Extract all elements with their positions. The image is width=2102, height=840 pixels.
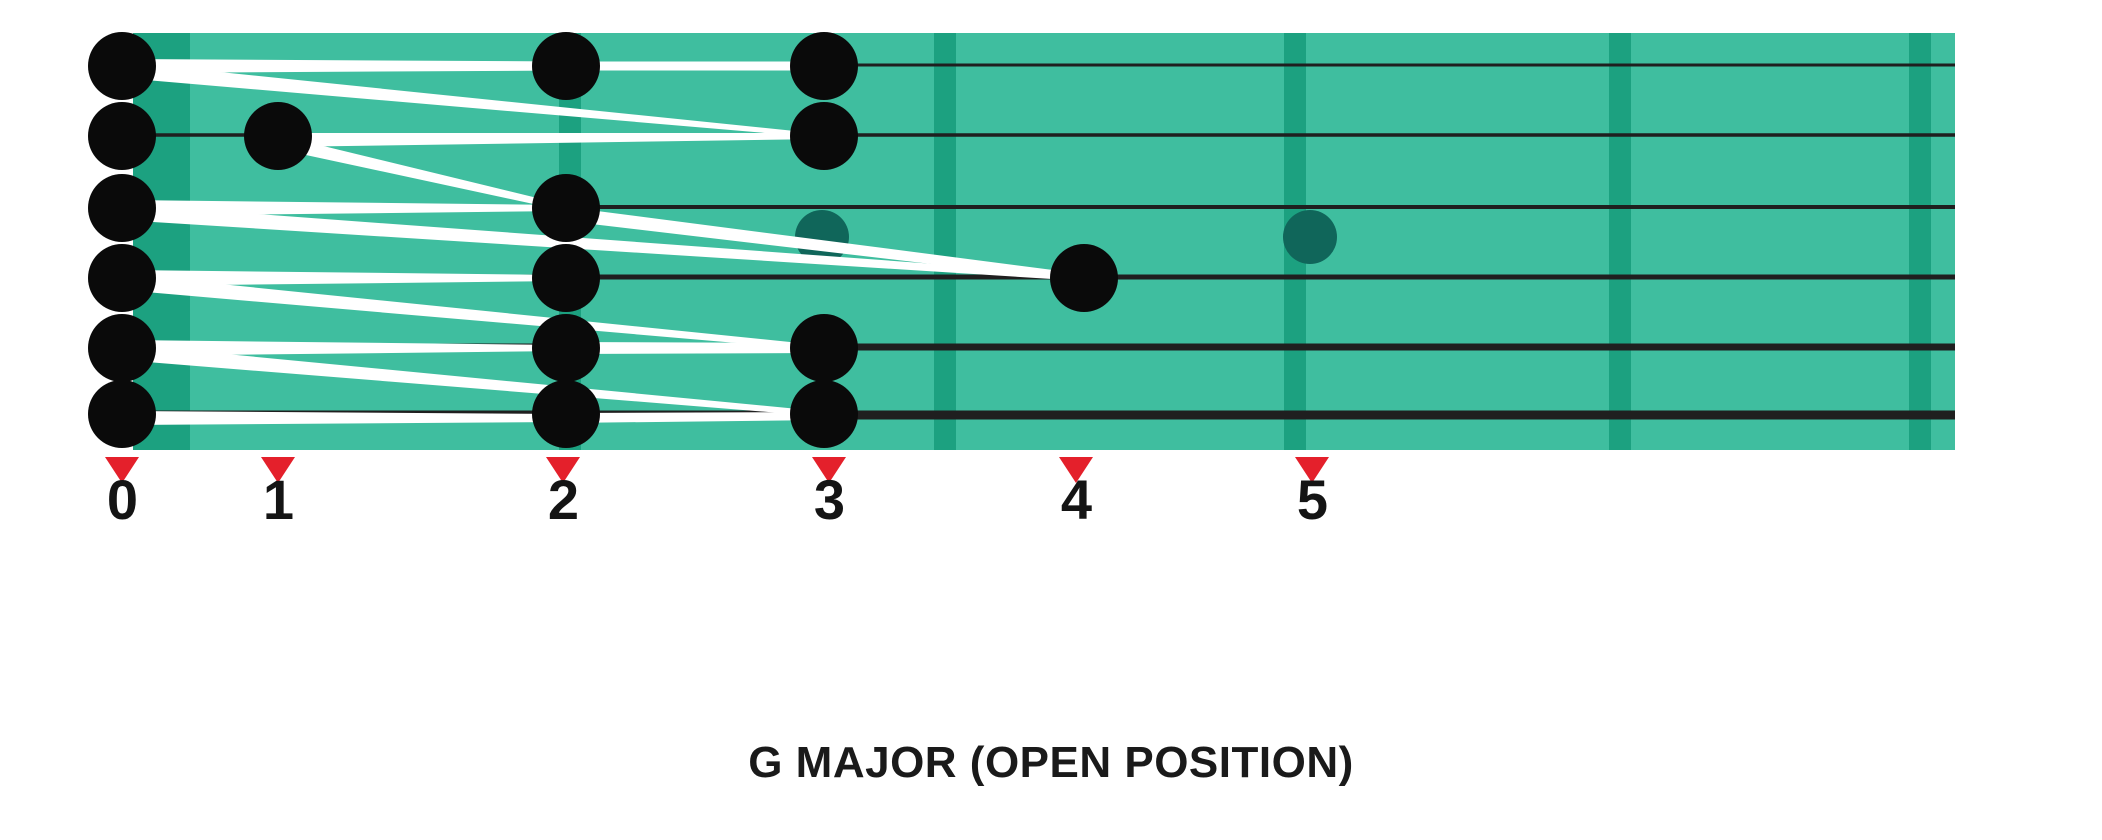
note-dot-open-string-1[interactable] xyxy=(88,32,156,100)
fret-arrow-4 xyxy=(1059,457,1093,483)
string-3 xyxy=(133,205,1955,209)
connector-s4-open-to-s4fret2 xyxy=(122,270,566,286)
fret-arrow-0 xyxy=(105,457,139,483)
string-5 xyxy=(133,343,1955,351)
note-dot-open-string-3[interactable] xyxy=(88,174,156,242)
note-dot-fret3-string-1[interactable] xyxy=(790,32,858,100)
note-dot-fret2-string-6[interactable] xyxy=(532,380,600,448)
fret-arrow-3 xyxy=(812,457,846,483)
string-2 xyxy=(133,133,1955,137)
connector-s5-open-to-s5fret2 xyxy=(122,340,566,356)
note-dot-fret3-string-6[interactable] xyxy=(790,380,858,448)
connector-s2-fret1-to-s2fret3 xyxy=(278,133,824,147)
note-dot-fret2-string-1[interactable] xyxy=(532,32,600,100)
note-dot-fret2-string-3[interactable] xyxy=(532,174,600,242)
nut xyxy=(133,33,190,450)
chord-title: G MAJOR (OPEN POSITION) xyxy=(748,738,1354,787)
fret-arrow-1 xyxy=(261,457,295,483)
connector-s5fret2-to-s5fret3 xyxy=(566,342,824,354)
note-dot-fret1-string-2[interactable] xyxy=(244,102,312,170)
connector-s6fret2-to-s6fret3 xyxy=(566,412,824,423)
note-dot-fret3-string-5[interactable] xyxy=(790,314,858,382)
fret-inlay-marker-2 xyxy=(1283,210,1337,264)
connector-s1-open-to-s2fret3 xyxy=(122,62,824,138)
note-dots-group[interactable] xyxy=(88,32,1118,448)
connector-s6-open-to-s6fret2 xyxy=(122,411,566,425)
note-dot-open-string-5[interactable] xyxy=(88,314,156,382)
string-6 xyxy=(133,410,1955,420)
connector-s3-open-to-s3fret2 xyxy=(122,200,566,216)
fret-line-4 xyxy=(1609,33,1631,450)
chord-connector-lines-group xyxy=(122,59,1084,425)
note-dot-open-string-2[interactable] xyxy=(88,102,156,170)
connector-s4-open-to-s5fret3 xyxy=(122,274,824,351)
note-dot-fret4-string-4[interactable] xyxy=(1050,244,1118,312)
note-dot-fret2-string-4[interactable] xyxy=(532,244,600,312)
connector-s3-open-to-s4fret4 xyxy=(122,204,1084,281)
fret-line-2 xyxy=(934,33,956,450)
fret-arrow-2 xyxy=(546,457,580,483)
fret-arrow-5 xyxy=(1295,457,1329,483)
connector-s1-open-to-fret2 xyxy=(122,59,566,73)
note-dot-open-string-6[interactable] xyxy=(88,380,156,448)
note-dot-open-string-4[interactable] xyxy=(88,244,156,312)
connector-s1-fret2-to-fret3 xyxy=(566,61,824,71)
note-dot-fret2-string-5[interactable] xyxy=(532,314,600,382)
fret-line-5 xyxy=(1909,33,1931,450)
fret-position-arrows-group xyxy=(105,457,1329,483)
string-1 xyxy=(133,63,1955,67)
connector-s5-open-to-s6fret3 xyxy=(122,344,824,417)
connector-s3fret2-to-s4fret4 xyxy=(566,207,1084,282)
connector-s2-fret1-to-s3fret2 xyxy=(278,135,566,211)
note-dot-fret3-string-2[interactable] xyxy=(790,102,858,170)
